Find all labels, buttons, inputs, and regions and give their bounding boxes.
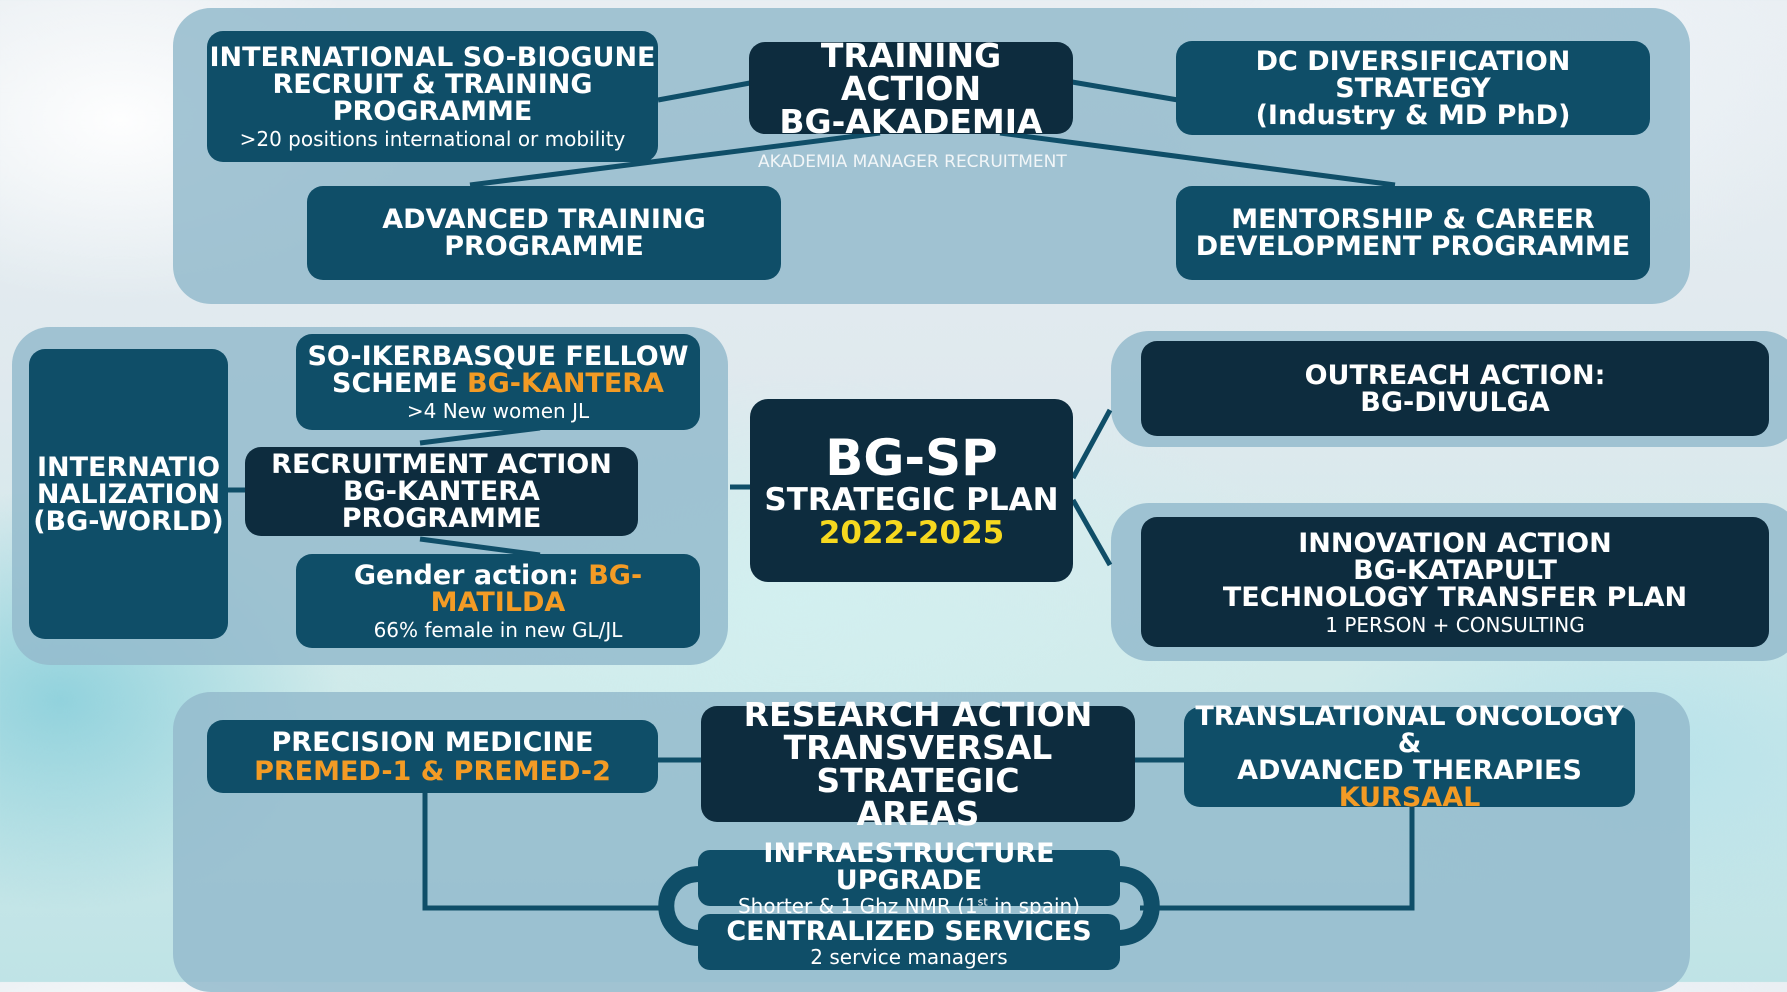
plan-years: 2022-2025 bbox=[818, 514, 1005, 551]
innovation-box: INNOVATION ACTION BG-KATAPULT TECHNOLOGY… bbox=[1141, 517, 1769, 647]
innovation-sub: 1 PERSON + CONSULTING bbox=[1325, 612, 1585, 637]
advanced-training-line1: ADVANCED TRAINING bbox=[382, 204, 706, 235]
precision-medicine-box: PRECISION MEDICINE PREMED-1 & PREMED-2 bbox=[207, 720, 658, 793]
infrastructure-sub-sup: st bbox=[977, 895, 988, 909]
internationalization-box: INTERNATIO NALIZATION (BG-WORLD) bbox=[29, 349, 228, 639]
international-recruit-line1: INTERNATIONAL SO-BIOGUNE bbox=[209, 42, 656, 73]
premed-highlight: PREMED-1 & PREMED-2 bbox=[254, 755, 611, 787]
internationalization-line1: INTERNATIO bbox=[36, 451, 221, 483]
fellow-scheme-line2: SCHEME BG-KANTERA bbox=[332, 370, 664, 397]
precision-medicine-title: PRECISION MEDICINE bbox=[271, 726, 594, 758]
infrastructure-sub: Shorter & 1 Ghz NMR (1st in spain) bbox=[738, 896, 1080, 916]
recruitment-action-line2: BG-KANTERA PROGRAMME bbox=[341, 476, 542, 534]
translational-line1: TRANSLATIONAL ONCOLOGY & bbox=[1195, 701, 1624, 759]
training-action-box: TRAINING ACTION BG-AKADEMIA bbox=[749, 35, 1073, 138]
fellow-scheme-prefix: SCHEME bbox=[332, 368, 468, 399]
centralized-services-title: CENTRALIZED SERVICES bbox=[726, 915, 1092, 947]
outreach-line1: OUTREACH ACTION: bbox=[1304, 359, 1606, 391]
outreach-line2: BG-DIVULGA bbox=[1360, 386, 1550, 418]
gender-action-prefix: Gender action: bbox=[353, 560, 589, 591]
internationalization-line2: NALIZATION bbox=[36, 478, 221, 510]
mentorship-line2: DEVELOPMENT PROGRAMME bbox=[1195, 231, 1631, 262]
advanced-training-box: ADVANCED TRAINING PROGRAMME bbox=[307, 186, 781, 280]
research-action-line2: TRANSVERSAL STRATEGIC bbox=[783, 728, 1053, 800]
dc-diversification-box: DC DIVERSIFICATION STRATEGY (Industry & … bbox=[1176, 41, 1650, 135]
infrastructure-title: INFRAESTRUCTURE UPGRADE bbox=[763, 838, 1055, 896]
infrastructure-sub-before: Shorter & 1 Ghz NMR (1 bbox=[737, 894, 978, 918]
centralized-services-sub: 2 service managers bbox=[810, 944, 1008, 969]
internationalization-line3: (BG-WORLD) bbox=[33, 505, 224, 537]
infrastructure-box: INFRAESTRUCTURE UPGRADE Shorter & 1 Ghz … bbox=[698, 840, 1120, 916]
international-recruit-sub: >20 positions international or mobility bbox=[239, 127, 626, 151]
international-recruit-box: INTERNATIONAL SO-BIOGUNE RECRUIT & TRAIN… bbox=[207, 31, 658, 162]
international-recruit-line2: RECRUIT & TRAINING bbox=[272, 69, 593, 100]
innovation-line2: BG-KATAPULT bbox=[1353, 554, 1557, 586]
translational-box: TRANSLATIONAL ONCOLOGY & ADVANCED THERAP… bbox=[1184, 703, 1635, 811]
gender-action-sub: 66% female in new GL/JL bbox=[373, 618, 623, 642]
infrastructure-sub-after: in spain) bbox=[987, 894, 1081, 918]
kursaal-highlight: KURSAAL bbox=[1338, 782, 1481, 813]
strategic-plan-label: STRATEGIC PLAN bbox=[764, 481, 1059, 518]
fellow-scheme-sub: >4 New women JL bbox=[406, 399, 590, 423]
dc-diversification-line1: DC DIVERSIFICATION STRATEGY bbox=[1255, 45, 1571, 104]
bg-sp-title: BG-SP bbox=[825, 428, 998, 487]
centralized-services-box: CENTRALIZED SERVICES 2 service managers bbox=[698, 914, 1120, 970]
training-action-line2: BG-AKADEMIA bbox=[779, 101, 1043, 141]
mentorship-box: MENTORSHIP & CAREER DEVELOPMENT PROGRAMM… bbox=[1176, 186, 1650, 280]
innovation-line3: TECHNOLOGY TRANSFER PLAN bbox=[1222, 581, 1688, 613]
recruitment-action-line1: RECRUITMENT ACTION bbox=[271, 449, 612, 480]
bg-sp-center-box: BG-SP STRATEGIC PLAN 2022-2025 bbox=[750, 399, 1073, 582]
mentorship-line1: MENTORSHIP & CAREER bbox=[1231, 204, 1595, 235]
bg-matilda-highlight: BG-MATILDA bbox=[430, 560, 643, 618]
akademia-manager-label: AKADEMIA MANAGER RECRUITMENT bbox=[758, 152, 1067, 172]
research-action-line3: AREAS bbox=[856, 794, 980, 833]
outreach-box: OUTREACH ACTION: BG-DIVULGA bbox=[1141, 341, 1769, 436]
advanced-training-line2: PROGRAMME bbox=[444, 231, 644, 262]
innovation-line1: INNOVATION ACTION bbox=[1298, 527, 1612, 559]
dc-diversification-line2: (Industry & MD PhD) bbox=[1255, 99, 1571, 131]
research-action-line1: RESEARCH ACTION bbox=[743, 695, 1093, 734]
gender-action-title: Gender action: BG-MATILDA bbox=[296, 562, 700, 616]
training-action-line1: TRAINING ACTION bbox=[820, 35, 1002, 108]
fellow-scheme-box: SO-IKERBASQUE FELLOW SCHEME BG-KANTERA >… bbox=[296, 334, 700, 430]
gender-action-box: Gender action: BG-MATILDA 66% female in … bbox=[296, 554, 700, 648]
recruitment-action-box: RECRUITMENT ACTION BG-KANTERA PROGRAMME bbox=[245, 447, 638, 536]
research-action-box: RESEARCH ACTION TRANSVERSAL STRATEGIC AR… bbox=[701, 698, 1135, 830]
fellow-scheme-line1: SO-IKERBASQUE FELLOW bbox=[307, 341, 689, 372]
bg-kantera-highlight: BG-KANTERA bbox=[467, 368, 664, 399]
translational-line2: ADVANCED THERAPIES bbox=[1237, 755, 1582, 786]
international-recruit-line3: PROGRAMME bbox=[332, 96, 533, 127]
